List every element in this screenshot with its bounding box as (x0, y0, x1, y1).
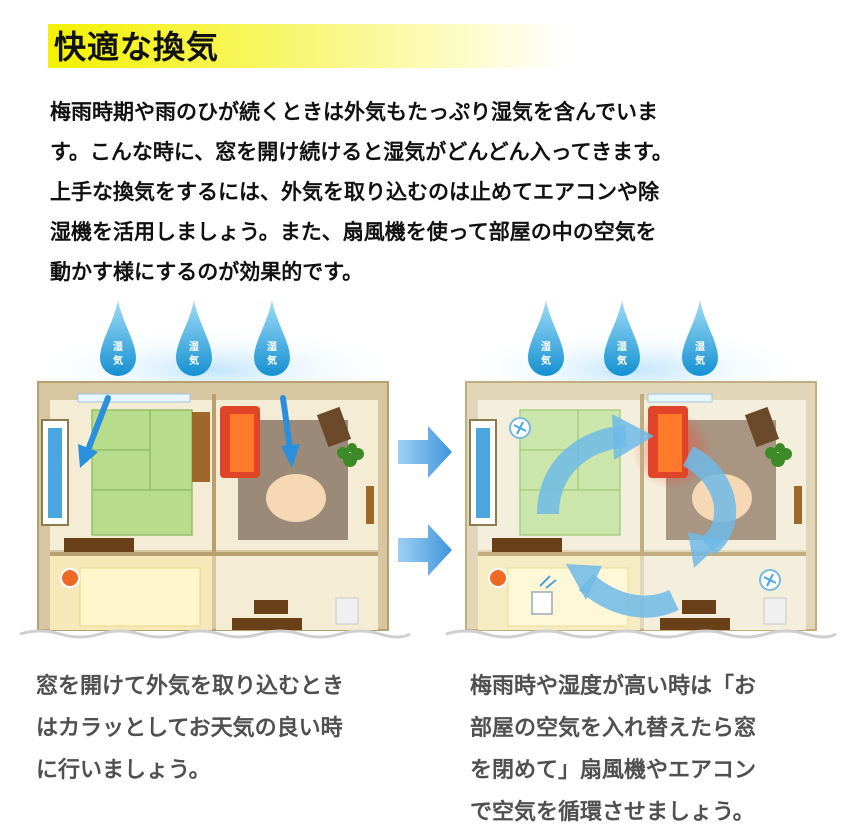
appliance (335, 597, 359, 625)
dehumidifier-icon (531, 575, 557, 615)
r-door (794, 486, 802, 524)
r-appliance (763, 597, 787, 625)
left-closet (192, 412, 210, 482)
caption-line: に行いましょう。 (36, 758, 211, 783)
humidity-drop: 湿 気 (682, 300, 718, 376)
tv-stand (316, 406, 352, 448)
lamp-icon (60, 568, 80, 588)
tatami-mats (91, 409, 193, 536)
humidity-arrow-head (78, 444, 98, 468)
caption-left: 窓を開けて外気を取り込むとき はカラッとしてお天気の良い時 に行いましょう。 (36, 666, 344, 792)
ventilation-illustration: 湿 気 湿 気 湿 気 (19, 300, 837, 639)
humidity-drop: 湿 気 (100, 300, 136, 376)
intro-line: す。こんな時に、窓を開け続けると湿気がどんどん入ってきます。 (50, 140, 673, 164)
drop-label: 湿 (695, 340, 705, 353)
r-bench (660, 618, 730, 630)
humidity-arrow-head (281, 444, 300, 468)
circulation-arrow-head (612, 414, 654, 460)
plant-icon (337, 443, 364, 467)
caption-line: 窓を開けて外気を取り込むとき (36, 674, 345, 699)
intro-line: 動かす様にするのが効果的です。 (50, 260, 364, 284)
center-wall (212, 394, 216, 554)
drop-label: 気 (694, 354, 705, 367)
r-low-table (492, 538, 562, 552)
air-conditioner-icon (647, 393, 713, 403)
r-center-wall (640, 394, 644, 554)
lamp-icon (488, 568, 508, 588)
left-house (37, 322, 390, 631)
right-arrow-icon (398, 524, 452, 576)
right-door (366, 486, 374, 524)
intro-paragraph: 梅雨時期や雨のひが続くときは外気もたっぷり湿気を含んでいま す。こんな時に、窓を… (50, 92, 820, 292)
left-low-table (64, 538, 134, 552)
intro-line: 梅雨時期や雨のひが続くときは外気もたっぷり湿気を含んでいま (50, 100, 658, 124)
caption-line: 梅雨時や湿度が高い時は「お (470, 674, 757, 699)
humidity-arrow (85, 395, 111, 453)
bed (79, 567, 201, 627)
drop-label: 気 (540, 354, 551, 367)
drop-label: 湿 (267, 340, 277, 353)
intro-line: 湿機を活用しましょう。また、扇風機を使って部屋の中の空気を (50, 220, 657, 244)
title-highlight (48, 24, 568, 68)
humidity-drop: 湿 気 (176, 300, 212, 376)
page-title: 快適な換気 (54, 28, 220, 66)
caption-line: 部屋の空気を入れ替えたら窓 (470, 716, 757, 741)
plant-icon (765, 443, 792, 467)
caption-line: を閉めて」扇風機やエアコン (470, 758, 757, 783)
humidity-drop: 湿 気 (254, 300, 290, 376)
right-arrow-icon (398, 426, 452, 478)
horizontal-wall (50, 552, 378, 556)
drop-label: 気 (112, 354, 123, 367)
r-horizontal-wall (478, 552, 806, 556)
ground-line (19, 629, 411, 639)
circulation-arrow-head (566, 564, 602, 600)
right-house (465, 322, 817, 631)
caption-line: で空気を循環させましょう。 (470, 800, 755, 825)
ground-line (445, 629, 837, 639)
electric-fan-icon (759, 569, 781, 591)
r-tv-stand (744, 406, 780, 448)
drop-label: 気 (266, 354, 277, 367)
circulation-arrow (537, 425, 628, 515)
electric-fan-icon (509, 417, 531, 439)
drop-label: 湿 (541, 340, 551, 353)
caption-right: 梅雨時や湿度が高い時は「お 部屋の空気を入れ替えたら窓 を閉めて」扇風機やエアコ… (470, 666, 756, 834)
r-sofa-cushion (658, 414, 682, 472)
circulation-arrow (578, 573, 679, 618)
humidity-arrow (280, 395, 293, 451)
round-table (266, 474, 326, 522)
drop-label: 湿 (189, 340, 199, 353)
drop-label: 気 (188, 354, 199, 367)
humidity-drop: 湿 気 (528, 300, 564, 376)
bench (232, 618, 302, 630)
r-window-glass (476, 428, 490, 518)
caption-line: はカラッとしてお天気の良い時 (36, 716, 343, 741)
circulation-arrow-head (688, 532, 724, 568)
sofa-cushion (230, 414, 254, 472)
drop-label: 湿 (617, 340, 627, 353)
left-vent (77, 393, 191, 403)
small-table (254, 600, 288, 614)
left-window-glass (48, 428, 62, 518)
drop-label: 湿 (113, 340, 123, 353)
intro-line: 上手な換気をするには、外気を取り込むのは止めてエアコンや除 (50, 180, 659, 204)
r-small-table (682, 600, 716, 614)
drop-label: 気 (616, 354, 627, 367)
humidity-drop: 湿 気 (604, 300, 640, 376)
